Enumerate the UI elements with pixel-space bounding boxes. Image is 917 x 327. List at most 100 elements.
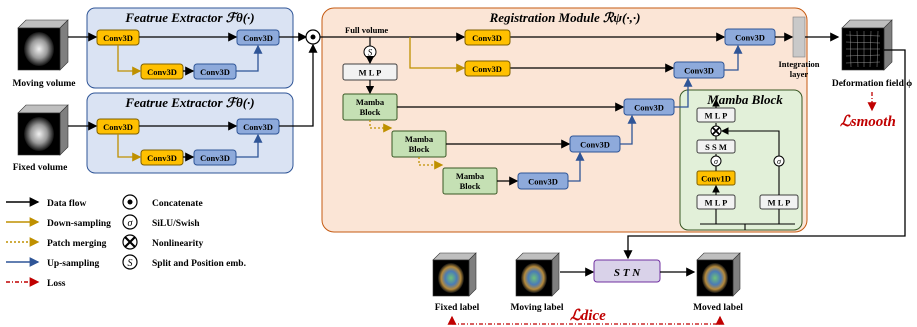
svg-text:S S M: S S M bbox=[705, 142, 727, 152]
svg-text:Conv3D: Conv3D bbox=[103, 122, 133, 132]
conv3d-block: Conv3D bbox=[517, 172, 569, 190]
ssm-block: S S M bbox=[696, 139, 736, 154]
svg-text:S: S bbox=[128, 258, 133, 269]
svg-text:Conv1D: Conv1D bbox=[701, 174, 731, 184]
svg-text:Conv3D: Conv3D bbox=[243, 122, 273, 132]
svg-text:Data flow: Data flow bbox=[47, 199, 86, 209]
conv3d-block: Conv3D bbox=[464, 29, 511, 46]
svg-text:Mamba: Mamba bbox=[456, 171, 485, 181]
concatenate-icon bbox=[305, 29, 321, 45]
svg-text:M L P: M L P bbox=[359, 68, 382, 78]
conv3d-block: Conv3D bbox=[236, 118, 280, 135]
svg-text:Loss: Loss bbox=[47, 279, 66, 289]
conv3d-block: Conv3D bbox=[140, 63, 184, 80]
svg-text:Conv3D: Conv3D bbox=[735, 33, 765, 43]
conv1d-block: Conv1D bbox=[696, 170, 736, 186]
svg-text:Conv3D: Conv3D bbox=[472, 33, 502, 43]
svg-text:σ: σ bbox=[714, 157, 719, 166]
split-position-icon: S bbox=[363, 45, 377, 59]
svg-text:Mamba: Mamba bbox=[405, 134, 434, 144]
mlp-block: M L P bbox=[342, 63, 398, 81]
patch-merging-arrow bbox=[418, 157, 444, 170]
deformation-field: Deformation field ϕ bbox=[832, 19, 912, 89]
svg-text:Conv3D: Conv3D bbox=[200, 67, 230, 77]
legend: Data flow Down-sampling Patch merging Up… bbox=[6, 194, 246, 289]
data-flow-arrow bbox=[623, 49, 906, 260]
conv3d-block: Conv3D bbox=[140, 149, 184, 166]
svg-text:Patch merging: Patch merging bbox=[47, 239, 107, 249]
svg-text:Conv3D: Conv3D bbox=[580, 140, 610, 150]
svg-text:Down-sampling: Down-sampling bbox=[47, 219, 111, 229]
nonlinearity-icon bbox=[710, 125, 722, 137]
moved-label-text: Moved label bbox=[693, 303, 743, 313]
fixed-label-text: Fixed label bbox=[435, 303, 480, 313]
down-sampling-arrow bbox=[409, 37, 466, 73]
smooth-loss: ℒsmooth bbox=[840, 114, 896, 130]
moving-label-text: Moving label bbox=[510, 303, 563, 313]
svg-text:M L P: M L P bbox=[705, 198, 728, 208]
conv3d-block: Conv3D bbox=[96, 118, 140, 135]
split-position-icon: S bbox=[122, 254, 138, 270]
svg-text:Split and Position emb.: Split and Position emb. bbox=[152, 259, 246, 269]
fixed-label-volume: Fixed label bbox=[432, 252, 480, 313]
full-volume-label: Full volume bbox=[345, 25, 388, 35]
moved-label-volume: Moved label bbox=[693, 252, 743, 313]
moving-volume-label: Moving volume bbox=[12, 79, 75, 89]
svg-text:σ: σ bbox=[128, 218, 134, 229]
svg-text:Conv3D: Conv3D bbox=[147, 153, 177, 163]
conv3d-block: Conv3D bbox=[673, 61, 725, 79]
svg-text:Block: Block bbox=[360, 107, 381, 117]
nonlinearity-icon bbox=[122, 234, 138, 250]
registration-module-title: Registration Module ℛψ(·,·) bbox=[489, 10, 641, 25]
conv3d-block: Conv3D bbox=[193, 63, 237, 80]
conv3d-block: Conv3D bbox=[623, 98, 675, 116]
fixed-volume-label: Fixed volume bbox=[13, 163, 68, 173]
silu-icon: σ bbox=[773, 155, 785, 167]
svg-text:Conv3D: Conv3D bbox=[472, 64, 502, 74]
up-sampling-arrows bbox=[568, 44, 743, 182]
svg-text:Conv3D: Conv3D bbox=[243, 33, 273, 43]
mlp-block: M L P bbox=[696, 194, 736, 210]
dice-loss-arrows bbox=[447, 315, 725, 325]
svg-text:S T N: S T N bbox=[614, 267, 641, 279]
svg-text:Conv3D: Conv3D bbox=[103, 33, 133, 43]
svg-text:σ: σ bbox=[777, 157, 782, 166]
dice-loss: ℒdice bbox=[570, 308, 606, 324]
silu-icon: σ bbox=[122, 214, 138, 230]
mlp-block: M L P bbox=[696, 107, 736, 123]
svg-text:Block: Block bbox=[460, 181, 481, 191]
feature-extractor-title: Featrue Extractor ℱθ(·) bbox=[124, 10, 254, 25]
svg-text:M L P: M L P bbox=[705, 111, 728, 121]
conv3d-block: Conv3D bbox=[236, 29, 280, 46]
conv3d-block: Conv3D bbox=[569, 135, 621, 153]
conv3d-block: Conv3D bbox=[96, 29, 140, 46]
mlp-block: M L P bbox=[759, 194, 799, 210]
conv3d-block: Conv3D bbox=[724, 28, 776, 46]
mamba-internal-arrows bbox=[700, 98, 795, 230]
svg-text:Conv3D: Conv3D bbox=[147, 67, 177, 77]
svg-text:layer: layer bbox=[790, 69, 809, 79]
feature-extractor-arrows bbox=[68, 32, 318, 162]
silu-icon: σ bbox=[710, 155, 722, 167]
svg-text:M L P: M L P bbox=[768, 198, 791, 208]
stn-block: S T N bbox=[593, 259, 661, 283]
conv3d-block: Conv3D bbox=[464, 60, 511, 77]
moving-label-volume: Moving label bbox=[510, 252, 564, 313]
svg-text:Integration: Integration bbox=[778, 59, 819, 69]
svg-text:Concatenate: Concatenate bbox=[152, 199, 203, 209]
moving-volume: Moving volume bbox=[12, 19, 76, 89]
deformation-field-label: Deformation field ϕ bbox=[832, 79, 912, 89]
patch-merging-arrow bbox=[369, 120, 393, 133]
svg-text:Up-sampling: Up-sampling bbox=[47, 259, 100, 269]
svg-text:Conv3D: Conv3D bbox=[200, 153, 230, 163]
mamba-block-panel-title: Mamba Block bbox=[706, 92, 783, 107]
fixed-volume: Fixed volume bbox=[13, 104, 69, 173]
svg-text:SiLU/Swish: SiLU/Swish bbox=[152, 219, 200, 229]
concatenate-icon bbox=[122, 194, 138, 210]
feature-extractor-title: Featrue Extractor ℱθ(·) bbox=[124, 95, 254, 110]
svg-text:Mamba: Mamba bbox=[356, 97, 385, 107]
